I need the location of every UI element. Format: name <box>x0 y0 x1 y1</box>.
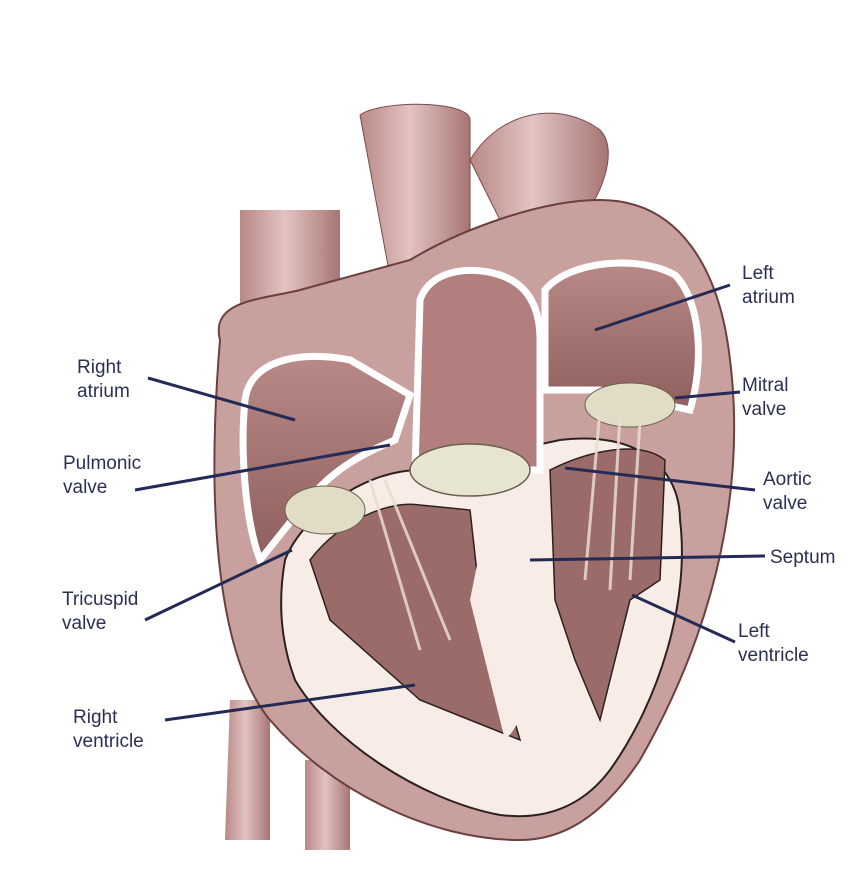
label-tricuspid-valve: Tricuspid valve <box>62 589 139 634</box>
inferior-vessel-right <box>305 760 350 850</box>
right-ventricle-cavity <box>309 503 522 742</box>
leader-right-ventricle <box>164 683 416 722</box>
label-right-atrium: Right atrium <box>77 357 130 402</box>
tricuspid-valve-leaflets <box>284 485 366 535</box>
leader-septum <box>529 554 766 562</box>
aortic-root-chamber <box>411 266 544 474</box>
leader-tricuspid-valve <box>144 548 293 622</box>
chordae-tendineae <box>368 409 642 651</box>
label-left-atrium: Left atrium <box>742 263 795 308</box>
leader-lines <box>134 283 766 722</box>
label-septum: Septum <box>770 547 836 568</box>
leader-aortic-valve <box>564 466 756 492</box>
leader-right-atrium <box>147 376 296 422</box>
label-mitral-valve: Mitral valve <box>742 375 789 420</box>
leader-pulmonic-valve <box>134 443 391 492</box>
leader-left-atrium <box>594 283 731 332</box>
label-left-ventricle: Left ventricle <box>738 621 809 666</box>
label-aortic-valve: Aortic valve <box>763 469 812 514</box>
septum-wall <box>470 500 534 740</box>
leader-mitral-valve <box>674 390 741 400</box>
mitral-valve-leaflets <box>584 382 676 428</box>
left-ventricle-cavity <box>549 448 666 723</box>
leader-left-ventricle <box>631 593 736 644</box>
pulmonic-valve-leaflets <box>409 443 531 497</box>
inferior-vena-cava <box>225 700 270 840</box>
label-right-ventricle: Right ventricle <box>73 707 144 752</box>
left-atrium-cavity <box>541 259 702 415</box>
label-pulmonic-valve: Pulmonic valve <box>63 453 142 498</box>
